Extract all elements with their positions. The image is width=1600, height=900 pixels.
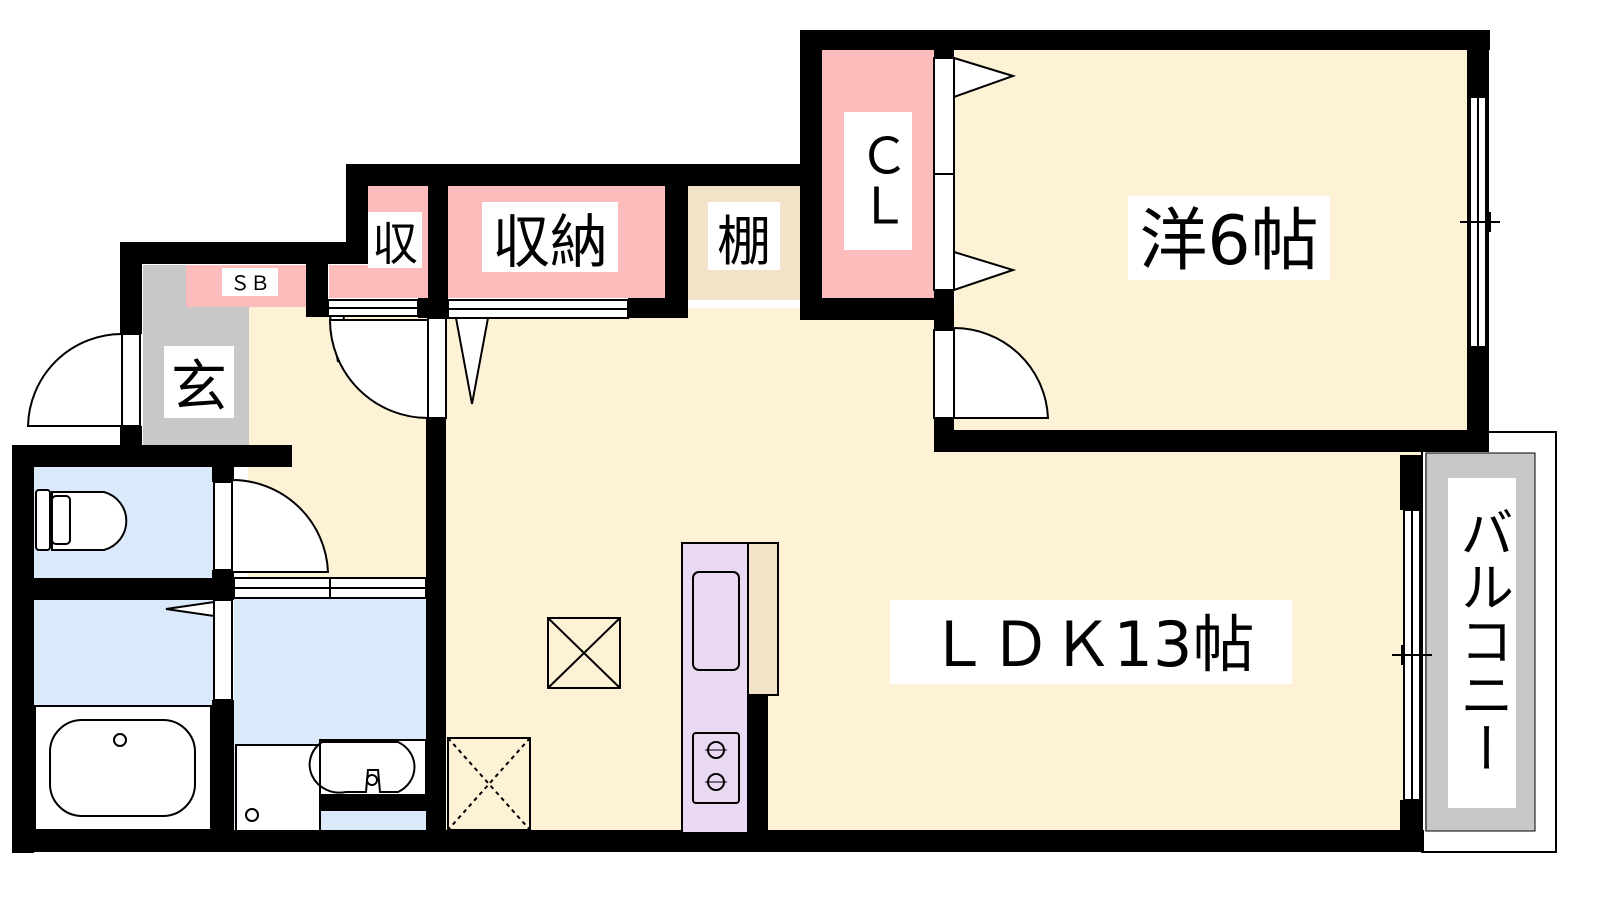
fridge-space <box>547 617 621 689</box>
shoe-box-label-bg <box>222 268 278 296</box>
wall <box>346 164 368 264</box>
wall <box>12 445 292 467</box>
washbasin-counter <box>319 739 427 796</box>
western-room-label-bg <box>1128 196 1330 280</box>
storage-label-bg <box>482 202 618 272</box>
closet-door-leaf <box>953 250 1017 292</box>
kitchen <box>681 542 779 834</box>
storage-small-label-bg <box>368 212 422 268</box>
wall <box>418 298 448 318</box>
balcony-rail <box>1421 431 1557 853</box>
storage-label: 収納 <box>492 208 608 276</box>
wall <box>120 426 142 448</box>
wall <box>628 298 688 318</box>
bathtub-drain <box>113 733 127 747</box>
wall <box>12 445 34 853</box>
entrance-door-swing <box>26 332 123 427</box>
toilet-door-jamb <box>213 481 233 571</box>
closet-door-leaf <box>953 56 1017 99</box>
western-room-door-jamb <box>933 329 955 419</box>
bathtub-basin <box>49 719 196 817</box>
wall <box>934 418 954 452</box>
wall <box>120 242 142 334</box>
washbasin-drain <box>366 774 378 786</box>
ldk-label: ＬＤＫ13帖 <box>928 608 1255 681</box>
wall <box>426 418 446 833</box>
hall-door-swing <box>328 319 429 420</box>
toilet-seat <box>51 495 71 545</box>
wall <box>665 180 688 310</box>
storage-door-leaf <box>454 317 490 405</box>
toilet-door-swing <box>231 478 330 573</box>
toilet-tank <box>35 489 51 551</box>
wall <box>12 578 234 600</box>
entrance-label: 玄 <box>171 355 227 420</box>
storage-small-lower-fill <box>329 265 369 298</box>
underfloor-storage <box>447 737 531 831</box>
western-room-door-swing <box>953 326 1050 419</box>
shelf-label-bg <box>708 202 780 270</box>
shelf-label: 棚 <box>717 210 771 273</box>
kitchen-backsplash <box>747 542 779 696</box>
balcony-inner <box>1425 452 1536 832</box>
entrance-label-bg <box>164 346 234 418</box>
bath-door-jamb <box>213 599 233 701</box>
balcony-label-bg <box>1448 478 1516 808</box>
wall <box>120 242 368 264</box>
wall <box>212 462 234 482</box>
fridge-space-cross <box>547 617 621 689</box>
bath-door-leaf <box>165 600 215 618</box>
wall <box>1400 800 1422 852</box>
wall <box>800 30 1490 50</box>
wall <box>1400 455 1422 510</box>
wall <box>934 48 954 58</box>
wall <box>800 298 954 320</box>
wall <box>212 570 234 600</box>
balcony-label: バルコニー <box>1451 505 1514 775</box>
kitchen-stove <box>692 732 740 804</box>
label-backgrounds <box>164 112 1516 808</box>
wall <box>748 695 768 835</box>
kitchen-sink <box>692 571 740 671</box>
shoe-box-label: ＳＢ <box>230 271 270 295</box>
wall <box>320 795 428 811</box>
fixtures <box>34 489 621 832</box>
balcony-outline <box>1421 431 1557 853</box>
closet-label-bg <box>844 112 912 250</box>
wall <box>306 242 328 317</box>
wall <box>428 180 448 310</box>
wall <box>212 700 234 840</box>
ldk-label-bg <box>890 600 1292 684</box>
western-room-label: 洋6帖 <box>1139 202 1318 281</box>
storage-small-label: 収 <box>372 217 418 271</box>
wall <box>346 164 822 186</box>
hall-door-jamb <box>427 317 447 419</box>
washing-machine-drain <box>245 808 259 822</box>
wall <box>12 830 1424 852</box>
doors <box>26 56 1050 701</box>
wall <box>934 430 1489 452</box>
entrance-door-jamb <box>121 333 141 427</box>
closet-label: ＣＬ <box>851 130 909 230</box>
